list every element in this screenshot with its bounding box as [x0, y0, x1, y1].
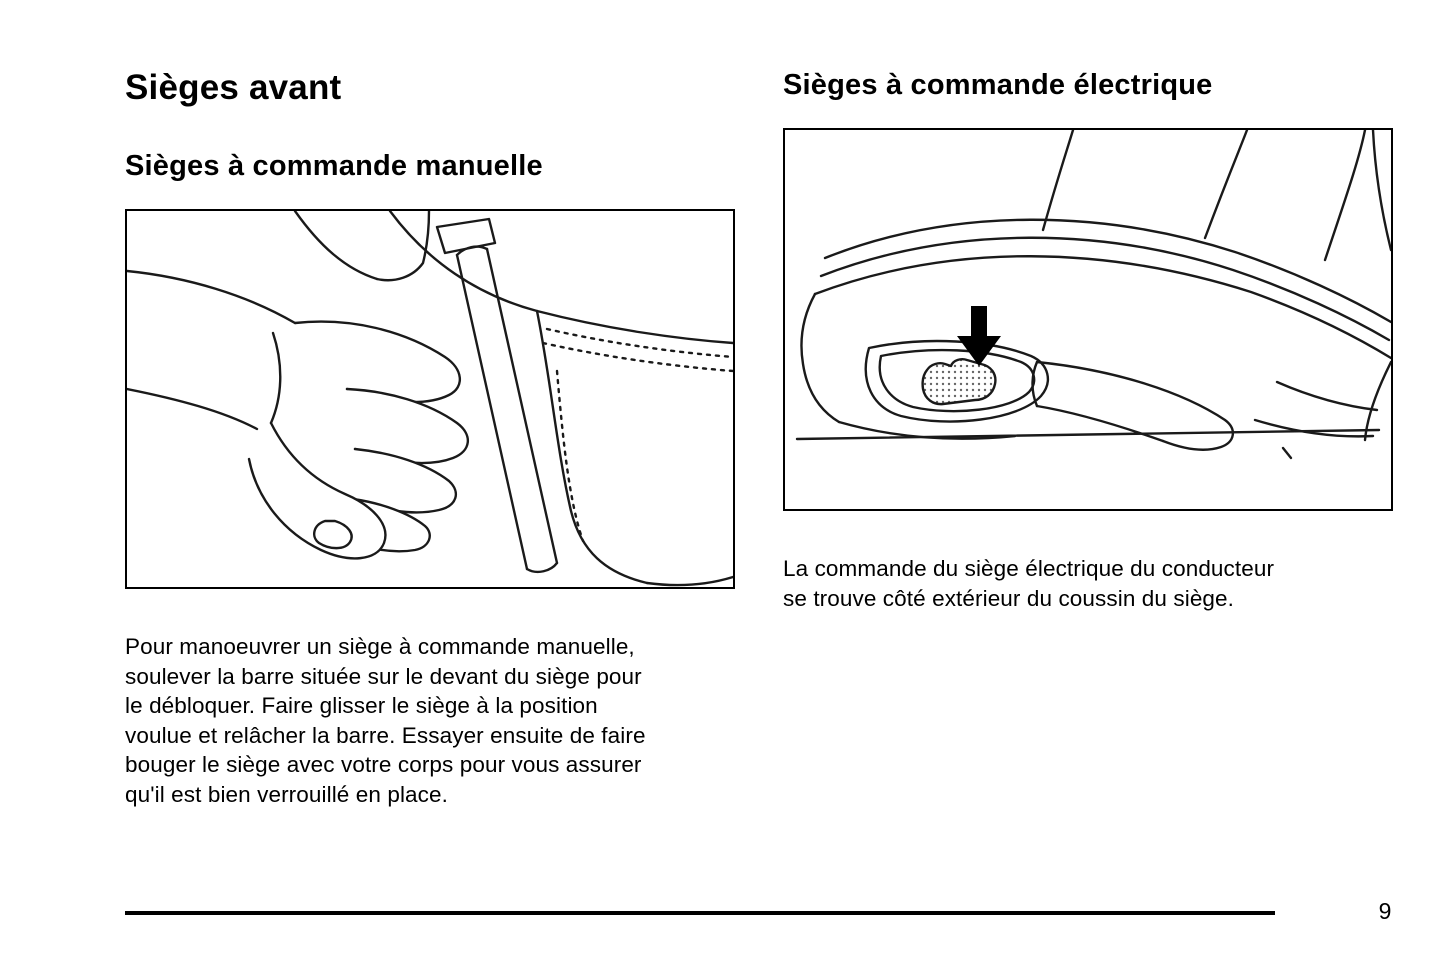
- manual-seats-body: Pour manoeuvrer un siège à commande manu…: [125, 634, 646, 807]
- seat-release-bar: [435, 217, 559, 574]
- page-number: 9: [1378, 898, 1392, 924]
- seat-control-switch: [921, 358, 997, 406]
- seat-track-arm: [1031, 361, 1234, 452]
- seat-back-post: [293, 211, 431, 282]
- power-seats-caption: La commande du siège électrique du condu…: [783, 556, 1275, 611]
- ground-line: [795, 429, 1381, 460]
- seat-right-side-lines: [1253, 361, 1391, 442]
- manual-seat-drawing: [127, 211, 733, 587]
- right-column: Sièges à commande électrique: [783, 70, 1397, 613]
- manual-seats-heading: Sièges à commande manuelle: [125, 149, 543, 182]
- down-arrow-icon: [957, 306, 1001, 367]
- section-title: Sièges avant: [125, 68, 342, 107]
- footer-rule: [125, 911, 1275, 915]
- left-column: Sièges avant Sièges à commande manuelle: [125, 68, 739, 809]
- power-seats-heading: Sièges à commande électrique: [783, 69, 1213, 101]
- power-seat-illustration: [783, 128, 1393, 512]
- seat-cushion-piping: [813, 219, 1391, 360]
- manual-seat-illustration: [125, 209, 735, 590]
- seat-backrest-lines: [1041, 130, 1391, 262]
- power-seat-drawing: [795, 130, 1391, 460]
- seat-cushion-outline: [388, 211, 733, 587]
- hand-gripping-bar: [127, 269, 469, 560]
